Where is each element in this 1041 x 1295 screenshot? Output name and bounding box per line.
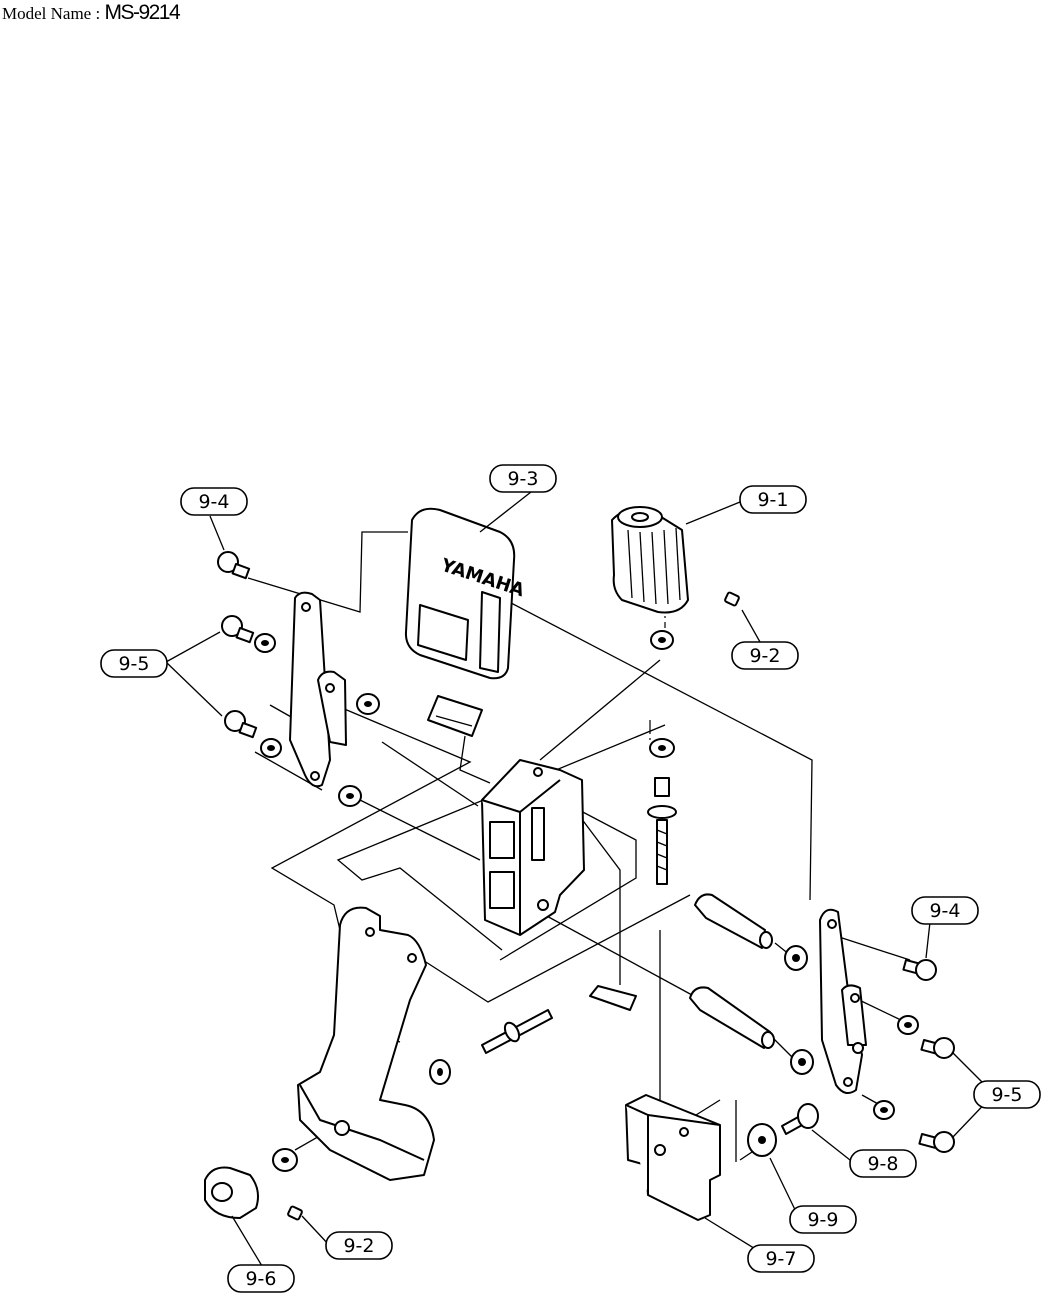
svg-text:9-5: 9-5 [991,1084,1022,1106]
u-bracket-part [625,1094,721,1221]
callout-9-4: 9-4 [180,487,248,516]
svg-text:9-4: 9-4 [929,900,960,922]
callout-9-6: 9-6 [227,1264,295,1293]
washer-part [356,693,380,715]
callout-9-9: 9-9 [789,1205,857,1234]
spacer-part [694,893,773,949]
callout-9-4: 9-4 [911,896,979,925]
callout-9-5: 9-5 [973,1080,1041,1109]
callout-9-1: 9-1 [739,485,807,514]
washer-part [650,630,674,650]
svg-text:9-1: 9-1 [757,489,788,511]
svg-text:9-3: 9-3 [507,468,538,490]
screw-part [902,958,937,981]
callout-9-2: 9-2 [325,1231,393,1260]
svg-text:9-2: 9-2 [749,645,780,667]
washer-part [429,1059,451,1085]
model-name-label: Model Name : [2,4,105,23]
screw-part [217,551,251,580]
center-block-part [481,759,585,936]
svg-text:9-9: 9-9 [807,1209,838,1231]
svg-text:9-5: 9-5 [118,653,149,675]
screw-part [920,1037,955,1059]
washer-part [784,945,808,971]
knob-part [611,506,689,614]
washer-part [254,633,276,653]
washer-part [338,785,362,807]
callout-9-3: 9-3 [489,464,557,493]
screw-part [224,710,258,739]
spacer-part [689,986,775,1049]
page-header: Model Name : MS-9214 [2,1,181,25]
lever-arm-part [297,906,435,1181]
model-name-value: MS-9214 [104,1,180,24]
svg-text:9-8: 9-8 [867,1153,898,1175]
screw-part [918,1131,955,1153]
callout-9-5: 9-5 [100,649,168,678]
left-bracket-part [289,591,347,788]
washer-part [790,1049,814,1075]
cover-part: YAMAHA [404,507,527,680]
set-screw-part [724,591,740,607]
washer-part [272,1148,298,1172]
pad-part [427,695,483,737]
svg-text:9-6: 9-6 [245,1268,276,1290]
right-bracket-part [819,908,867,1095]
callout-9-8: 9-8 [849,1149,917,1178]
stud-part [647,738,677,885]
screw-part [221,615,255,644]
callout-9-7: 9-7 [747,1244,815,1273]
svg-text:9-7: 9-7 [765,1248,796,1270]
thumb-screw-part [781,1103,819,1135]
washer-part [897,1015,919,1035]
svg-text:9-2: 9-2 [343,1235,374,1257]
washer-part [873,1100,895,1120]
washer-part [260,738,282,758]
assembly-lines [247,531,911,1162]
callout-9-2: 9-2 [731,641,799,670]
small-knob-part [204,1166,259,1219]
set-screw-part [287,1205,303,1221]
threaded-rod-part [481,1009,553,1054]
washer-part [747,1123,777,1157]
svg-text:9-4: 9-4 [198,491,229,513]
small-block-part [589,985,637,1011]
